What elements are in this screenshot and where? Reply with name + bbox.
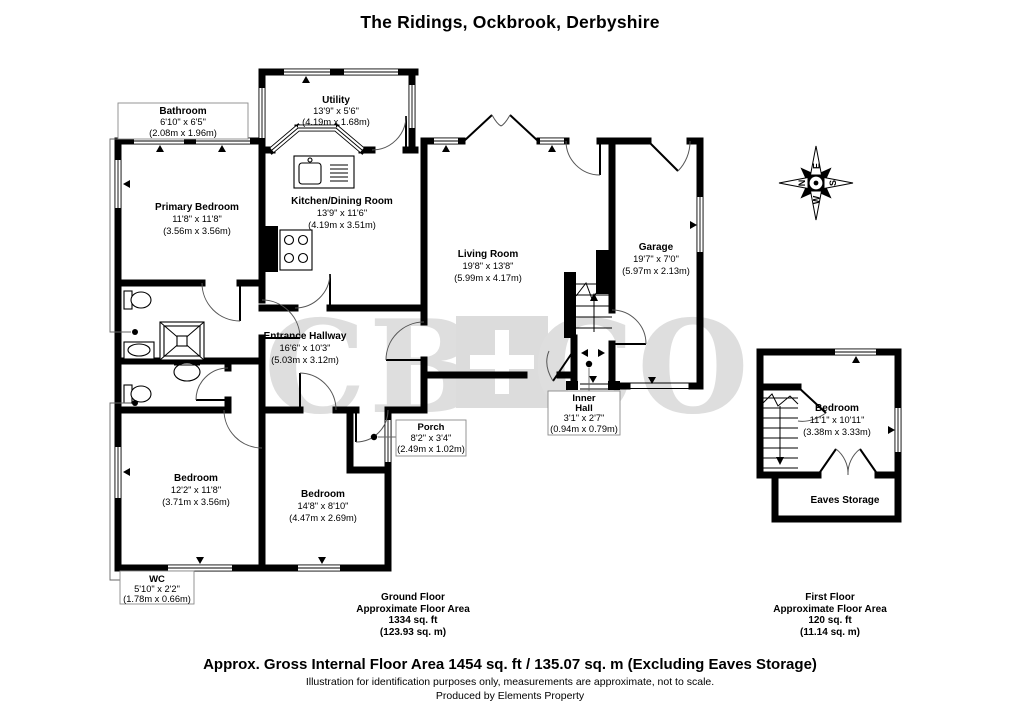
first-floor-area-line4: (11.14 sq. m) [799, 626, 861, 638]
room-label-entrance-hallway: Entrance Hallway [264, 331, 347, 342]
shower-icon [159, 321, 205, 361]
compass-e-label: E [812, 163, 822, 169]
compass-icon: N E S W [778, 145, 854, 221]
room-dim-bedroom-middle: 14'8" x 8'10" [298, 501, 349, 511]
room-dim-first-floor-bedroom-m: (3.38m x 3.33m) [803, 427, 871, 437]
room-dim-primary-bedroom: 11'8" x 11'8" [172, 214, 222, 224]
kitchen-sink-icon [293, 155, 355, 189]
compass-w-label: W [812, 195, 822, 204]
stairs-ground [575, 281, 613, 332]
room-dim-bedroom-middle-m: (4.47m x 2.69m) [289, 513, 357, 523]
room-label-utility: Utility [322, 95, 350, 106]
footer-producer: Produced by Elements Property [435, 690, 585, 702]
room-label-inner-hall-1: Inner [572, 393, 596, 404]
first-floor-area-text: First Floor Approximate Floor Area 120 s… [735, 592, 925, 638]
ground-floor-area-line1: Ground Floor [381, 592, 445, 603]
first-floor-area-line2: Approximate Floor Area [773, 603, 887, 615]
room-dim-kitchen-m: (4.19m x 3.51m) [308, 220, 376, 230]
first-floor-walls [756, 348, 902, 523]
room-dim-bedroom-left: 12'2" x 11'8" [171, 485, 221, 495]
page-title: The Ridings, Ockbrook, Derbyshire [360, 12, 660, 32]
room-dim-bathroom-m: (2.08m x 1.96m) [149, 128, 217, 138]
room-label-inner-hall-2: Hall [575, 403, 592, 414]
footer-disclaimer: Illustration for identification purposes… [305, 676, 715, 688]
compass-n-label: N [797, 180, 807, 187]
ground-floor-area-text: Ground Floor Approximate Floor Area 1334… [318, 592, 508, 638]
room-dim-inner-hall: 3'1" x 2'7" [564, 413, 605, 423]
room-label-primary-bedroom: Primary Bedroom [155, 202, 239, 213]
room-label-wc: WC [149, 574, 165, 585]
room-dim-first-floor-bedroom: 11'1" x 10'11" [810, 415, 865, 425]
room-dim-garage: 19'7" x 7'0" [633, 254, 679, 264]
room-dim-primary-bedroom-m: (3.56m x 3.56m) [163, 226, 231, 236]
room-label-kitchen: Kitchen/Dining Room [291, 196, 393, 207]
porch-label-box [395, 419, 467, 457]
stairs-first-floor [761, 393, 799, 469]
footer-gross-area: Approx. Gross Internal Floor Area 1454 s… [203, 656, 817, 673]
watermark-plus-icon [470, 355, 534, 369]
room-dim-porch-m: (2.49m x 1.02m) [397, 444, 465, 454]
doors [195, 114, 879, 476]
room-dim-inner-hall-m: (0.94m x 0.79m) [550, 424, 618, 434]
room-label-bedroom-left: Bedroom [174, 473, 218, 484]
room-dim-bedroom-left-m: (3.71m x 3.56m) [162, 497, 230, 507]
room-dim-wc-m: (1.78m x 0.66m) [123, 594, 191, 604]
room-dim-utility-m: (4.19m x 1.68m) [302, 117, 370, 127]
room-dim-utility: 13'9" x 5'6" [313, 106, 359, 116]
room-dim-wc: 5'10" x 2'2" [134, 584, 180, 594]
room-dim-bathroom: 6'10" x 6'5" [160, 117, 206, 127]
room-dim-living-room: 19'8" x 13'8" [463, 261, 514, 271]
bathroom-basin-icon [123, 341, 155, 360]
room-dim-entrance-hallway-m: (5.03m x 3.12m) [271, 355, 339, 365]
bathroom-toilet-icon [123, 290, 152, 310]
watermark: CB CO [264, 293, 749, 443]
inner-hall-label-box [547, 390, 621, 436]
ground-floor-area-line3: 1334 sq. ft [388, 615, 438, 626]
room-label-living-room: Living Room [458, 249, 519, 260]
room-label-bedroom-middle: Bedroom [301, 489, 345, 500]
ground-floor-area-line2: Approximate Floor Area [356, 603, 470, 615]
leader-lines [109, 138, 593, 581]
first-floor-area-line1: First Floor [805, 592, 855, 603]
wc-toilet-icon [123, 384, 152, 404]
ground-floor-walls [114, 68, 704, 572]
room-label-garage: Garage [639, 242, 674, 253]
first-floor-area-line3: 120 sq. ft [808, 615, 852, 626]
room-dim-porch: 8'2" x 3'4" [411, 433, 452, 443]
room-dim-entrance-hallway: 16'6" x 10'3" [280, 343, 331, 353]
room-label-bathroom: Bathroom [159, 106, 206, 117]
room-label-first-floor-bedroom: Bedroom [815, 403, 859, 414]
room-label-eaves-storage: Eaves Storage [811, 495, 880, 506]
compass-s-label: S [828, 180, 838, 186]
watermark-left-text: CB [264, 293, 480, 443]
room-dim-living-room-m: (5.99m x 4.17m) [454, 273, 522, 283]
ground-floor-area-line4: (123.93 sq. m) [379, 626, 447, 638]
room-dim-kitchen: 13'9" x 11'6" [317, 208, 367, 218]
cooker-icon [262, 226, 313, 272]
bathroom-label-box [117, 102, 249, 140]
room-labels: Bathroom 6'10" x 6'5" (2.08m x 1.96m) Ut… [123, 95, 880, 604]
windows [115, 69, 901, 571]
wc-label-box [119, 570, 195, 605]
room-label-porch: Porch [418, 422, 445, 433]
wc-basin-icon [173, 362, 201, 382]
room-dim-garage-m: (5.97m x 2.13m) [622, 266, 690, 276]
